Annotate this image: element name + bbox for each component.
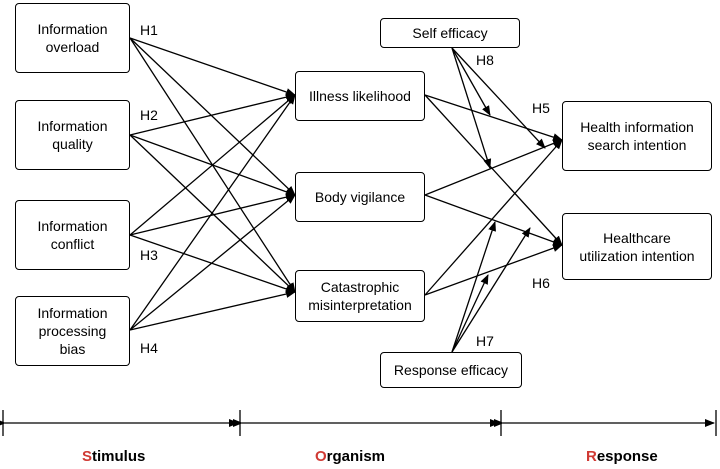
hypothesis-h8: H8 — [476, 52, 494, 68]
node-health-information-search-intention: Health information search intention — [562, 101, 712, 171]
arrow-illness-utilization — [424, 94, 563, 246]
hypothesis-h6: H6 — [532, 275, 550, 291]
hypothesis-h7: H7 — [476, 333, 494, 349]
node-label: Health information search intention — [580, 119, 694, 153]
node-illness-likelihood: Illness likelihood — [295, 71, 425, 121]
hypothesis-h4: H4 — [140, 340, 158, 356]
node-body-vigilance: Body vigilance — [295, 172, 425, 222]
arrow-quality-illness — [129, 93, 296, 136]
stage-stimulus-label: Stimulus — [82, 448, 145, 466]
stage-initial: S — [82, 448, 93, 465]
node-label: Information processing bias — [37, 305, 108, 357]
hypothesis-h2: H2 — [140, 107, 158, 123]
node-label: Body vigilance — [314, 189, 406, 205]
stage-initial: O — [315, 448, 327, 465]
arrow-illness-search — [424, 94, 563, 141]
arrow-catastrophic-search — [424, 139, 563, 296]
stage-rest: esponse — [596, 448, 658, 465]
arrow-self-efficacy-2 — [451, 47, 492, 169]
node-label: Information overload — [37, 21, 108, 55]
arrow-vigilance-search — [424, 139, 563, 196]
arrow-conflict-catastrophic — [129, 234, 296, 293]
node-response-efficacy: Response efficacy — [380, 352, 522, 388]
arrow-conflict-illness — [129, 94, 296, 236]
node-information-overload: Information overload — [15, 3, 130, 73]
node-label: Response efficacy — [393, 362, 509, 378]
arrow-conflict-vigilance — [129, 193, 296, 236]
node-label: Self efficacy — [412, 25, 488, 41]
hypothesis-h5: H5 — [532, 100, 550, 116]
node-healthcare-utilization-intention: Healthcare utilization intention — [562, 213, 712, 280]
arrow-self-efficacy-3 — [451, 47, 546, 149]
node-information-conflict: Information conflict — [15, 200, 130, 270]
node-label: Healthcare utilization intention — [579, 229, 695, 264]
arrow-bias-vigilance — [129, 194, 296, 331]
node-label: Information quality — [37, 118, 108, 152]
node-information-quality: Information quality — [15, 100, 130, 170]
node-label: Illness likelihood — [309, 88, 411, 104]
hypothesis-h3: H3 — [140, 247, 158, 263]
arrow-bias-catastrophic — [129, 290, 296, 331]
stage-response-label: Response — [586, 448, 658, 466]
node-information-processing-bias: Information processing bias — [15, 296, 130, 366]
node-self-efficacy: Self efficacy — [380, 18, 520, 48]
arrow-response-efficacy-2 — [451, 221, 496, 353]
arrow-bias-illness — [129, 94, 296, 331]
stage-initial: R — [586, 448, 597, 465]
arrow-self-efficacy-1 — [451, 47, 491, 116]
node-label: Catastrophic misinterpretation — [308, 279, 412, 313]
node-label: Information conflict — [37, 218, 108, 252]
arrow-response-efficacy-3 — [451, 227, 531, 353]
arrow-overload-vigilance — [129, 37, 296, 196]
arrow-response-efficacy-1 — [451, 274, 489, 353]
node-catastrophic-misinterpretation: Catastrophic misinterpretation — [295, 270, 425, 322]
arrow-vigilance-utilization — [424, 194, 563, 246]
hypothesis-h1: H1 — [140, 22, 158, 38]
stage-rest: timulus — [92, 448, 146, 465]
stage-rest: rganism — [326, 448, 386, 465]
arrow-overload-illness — [129, 37, 296, 96]
stage-organism-label: Organism — [315, 448, 385, 466]
arrow-catastrophic-utilization — [424, 244, 563, 296]
